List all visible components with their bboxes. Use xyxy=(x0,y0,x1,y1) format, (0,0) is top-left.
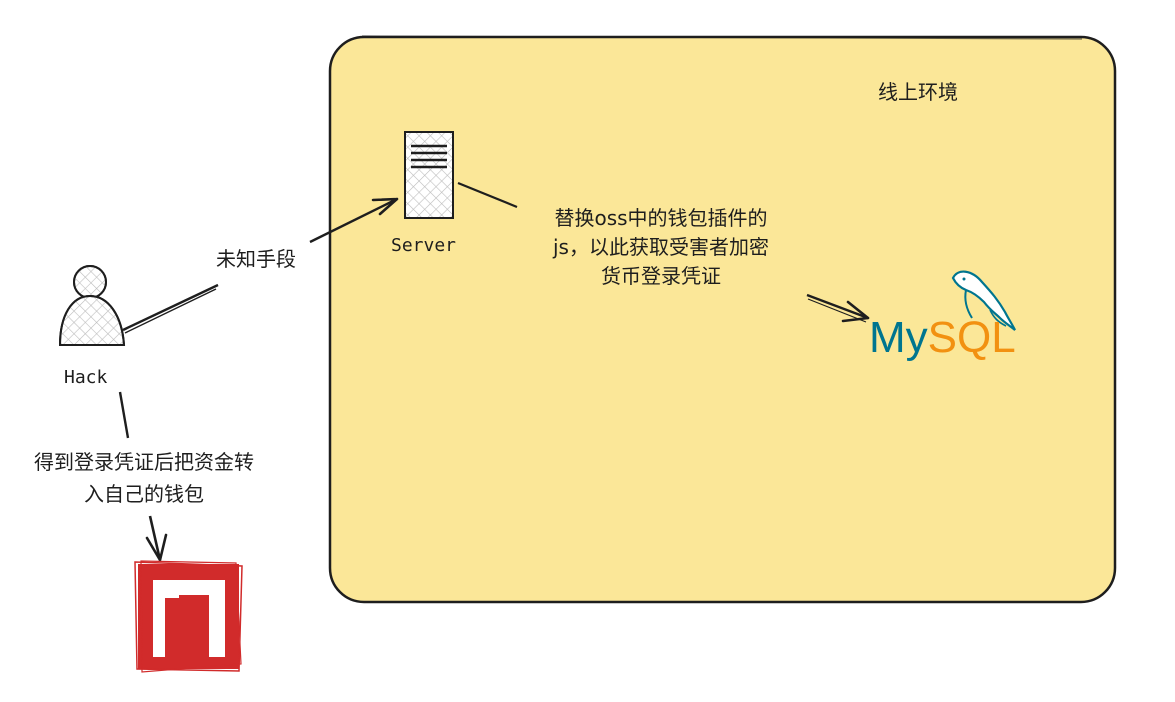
mysql-logo: MySQL xyxy=(869,316,1016,360)
edge-label-line-2: 入自己的钱包 xyxy=(84,482,204,506)
mysql-dolphin-icon xyxy=(951,270,1016,331)
server-icon xyxy=(404,131,454,219)
edge-label-hack-to-server: 未知手段 xyxy=(216,247,296,271)
wallet-icon xyxy=(134,560,243,673)
edge-label-line-1: 得到登录凭证后把资金转 xyxy=(34,450,254,474)
arrow-hack-to-wallet xyxy=(118,391,168,562)
arrow-hack-to-server xyxy=(122,197,399,334)
environment-label: 线上环境 xyxy=(878,80,958,104)
server-label: Server xyxy=(391,235,457,256)
edge-label-line-1: 替换oss中的钱包插件的 xyxy=(554,206,768,230)
mysql-label-my: My xyxy=(869,313,928,362)
edge-label-line-2: js，以此获取受害者加密 xyxy=(553,235,769,259)
edge-label-hack-to-wallet: 得到登录凭证后把资金转 入自己的钱包 xyxy=(4,449,284,507)
edge-label-line-3: 货币登录凭证 xyxy=(601,264,721,288)
mysql-label-sql: SQL xyxy=(927,313,1016,362)
arrow-server-to-mysql xyxy=(457,181,870,323)
environment-box xyxy=(328,35,1117,604)
person-icon xyxy=(58,265,126,346)
hacker-label: Hack xyxy=(64,367,108,388)
edge-label-server-to-mysql: 替换oss中的钱包插件的 js，以此获取受害者加密 货币登录凭证 xyxy=(516,205,806,289)
